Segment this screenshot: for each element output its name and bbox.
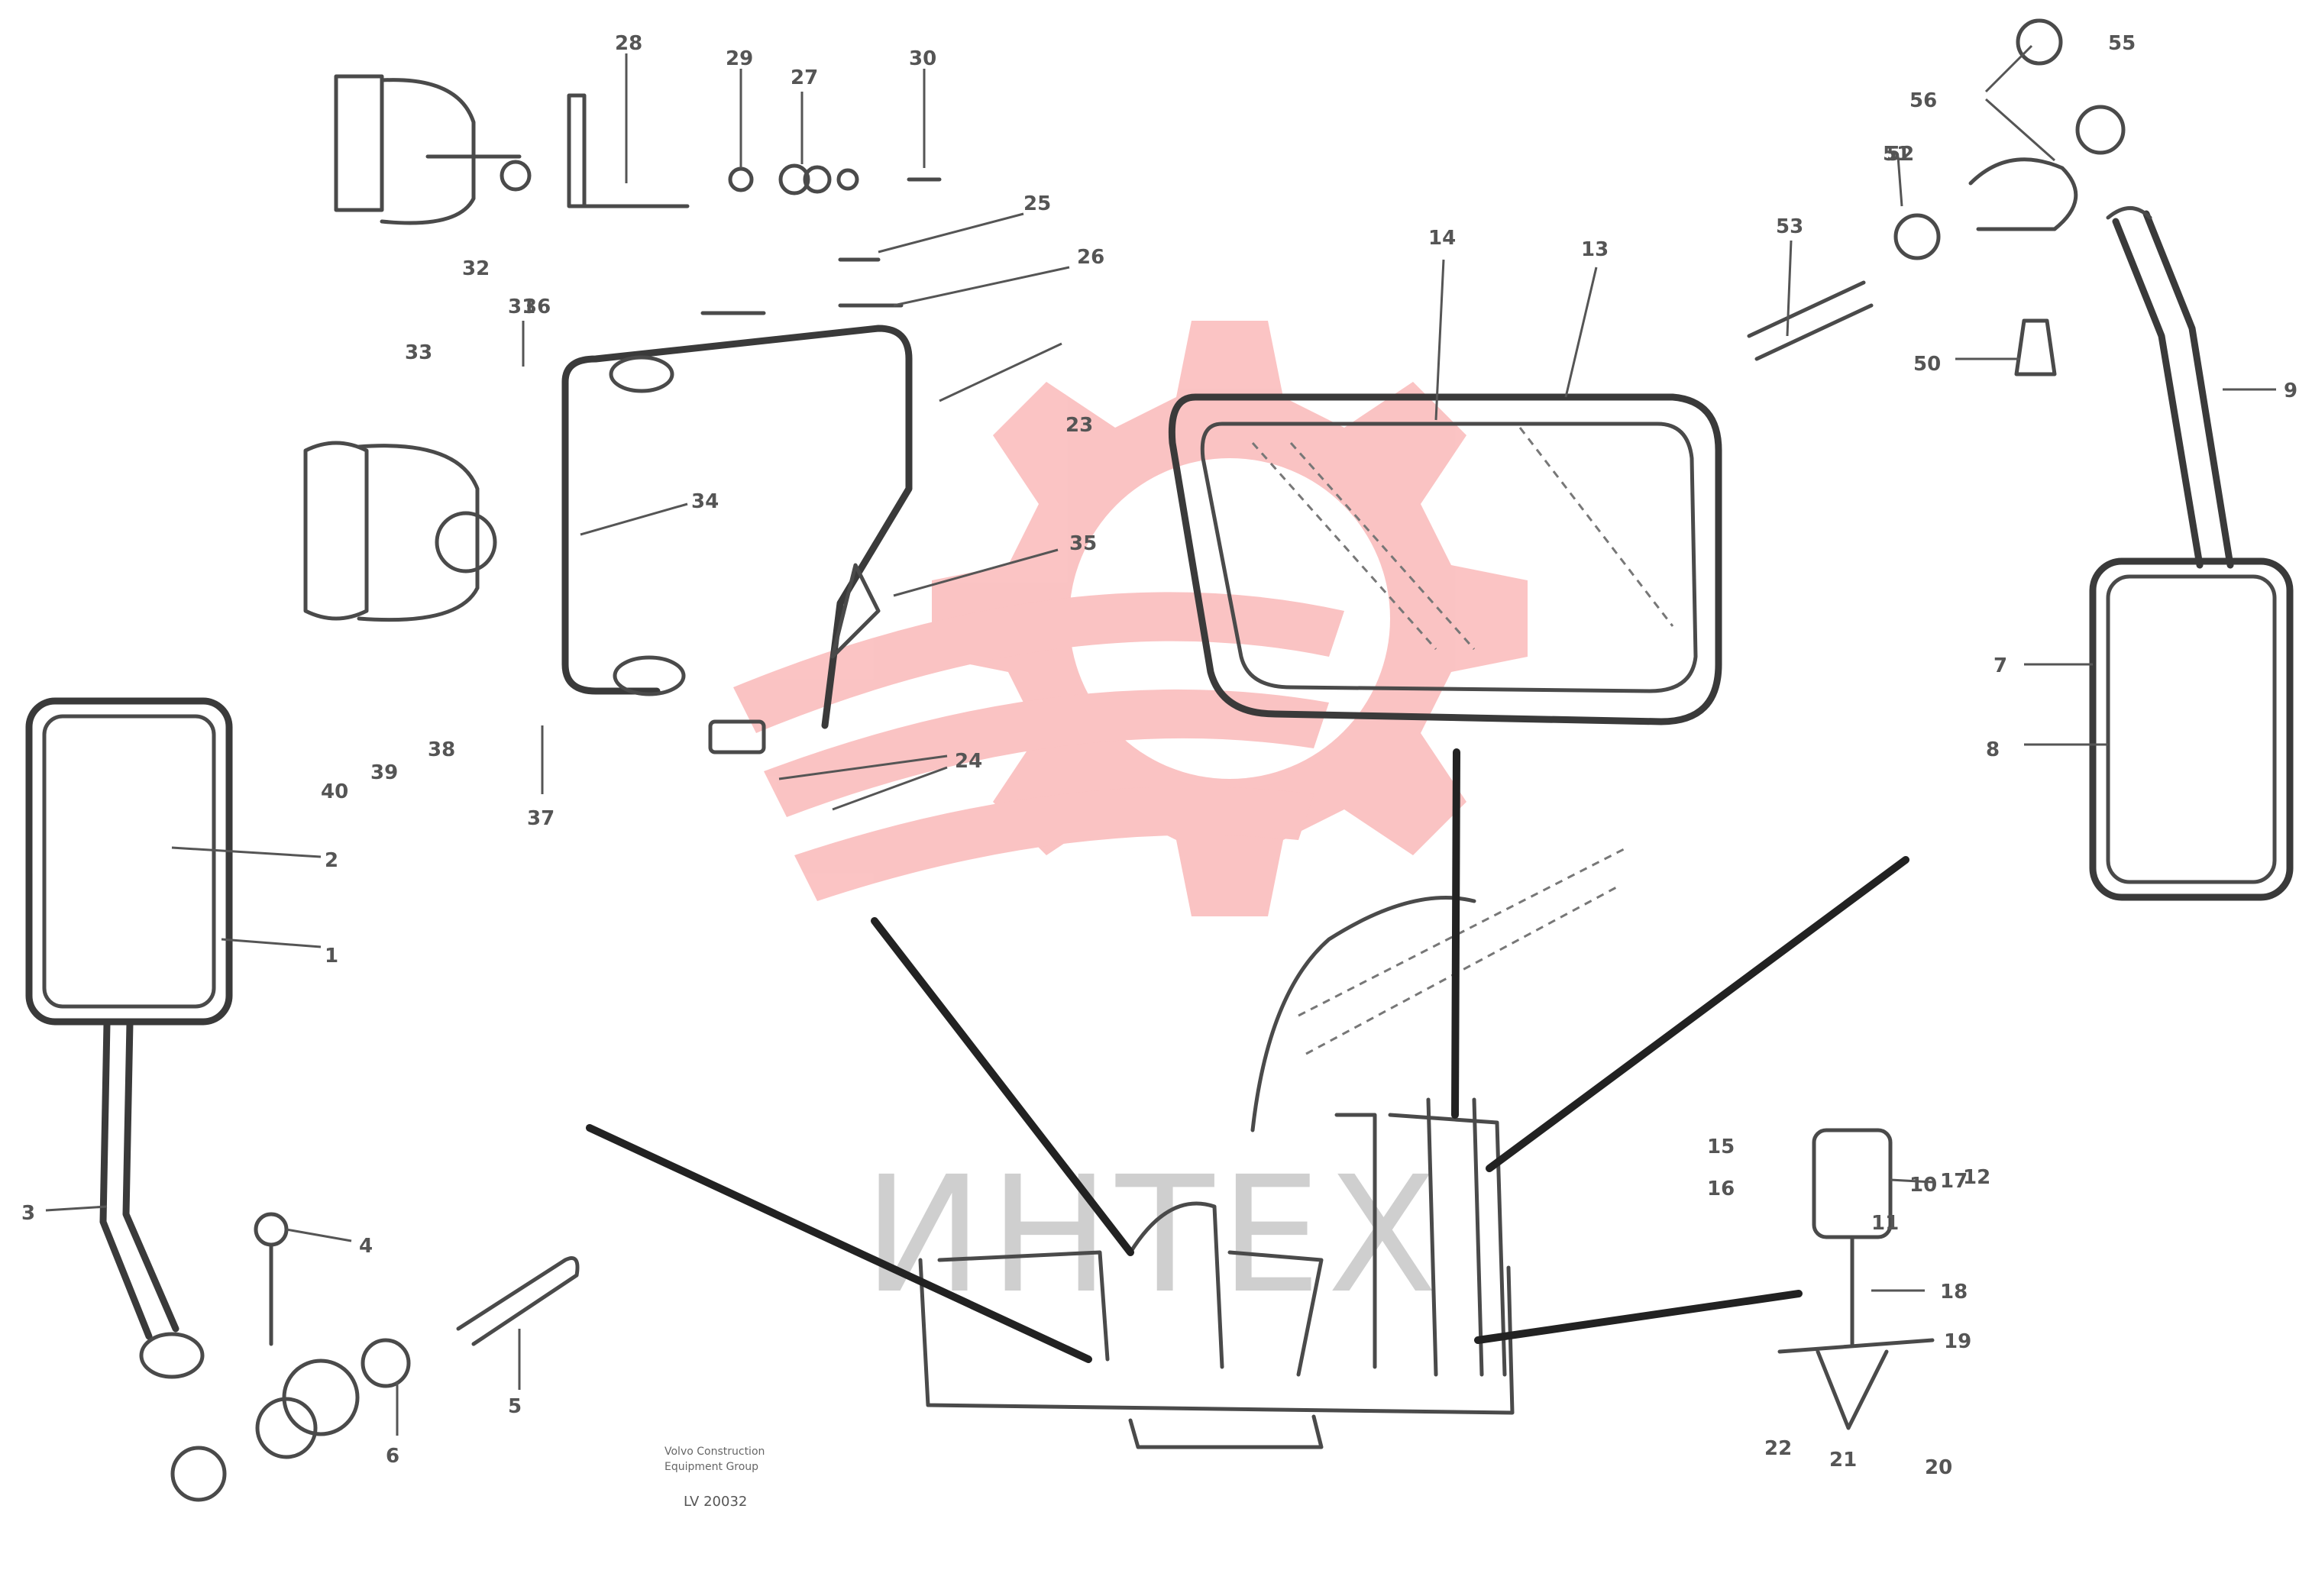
watermark-swoosh-1 [733, 592, 1344, 733]
callout-13: 13 [1581, 238, 1609, 261]
callout-34: 34 [691, 490, 719, 513]
top-left-lamp [334, 74, 532, 225]
callout-51: 51 [1883, 143, 1910, 166]
callout-35: 35 [1069, 532, 1097, 555]
callout-15: 15 [1707, 1136, 1735, 1158]
right-mirror [2089, 206, 2294, 901]
cab-base [918, 846, 1628, 1449]
callout-29: 29 [726, 47, 753, 70]
watermark-swoosh-2 [764, 689, 1329, 817]
leader-lines [45, 44, 2276, 1436]
callout-33: 33 [405, 341, 432, 364]
watermark-swoosh-3 [794, 787, 1314, 901]
callout-4: 4 [359, 1235, 373, 1258]
callout-18: 18 [1940, 1281, 1968, 1304]
bottom-left-hardware [170, 1212, 580, 1502]
callout-9: 9 [2284, 380, 2297, 402]
callout-6: 6 [386, 1445, 399, 1468]
callout-37: 37 [527, 807, 555, 830]
callout-14: 14 [1428, 227, 1456, 250]
watermark-gear-hole [1069, 458, 1390, 779]
watermark-text: ИНТЕХ [863, 1142, 1444, 1329]
callout-28: 28 [615, 32, 642, 55]
callout-8: 8 [1986, 738, 2000, 761]
callout-26: 26 [1077, 246, 1104, 269]
callout-31: 31 [508, 296, 535, 318]
callout-27: 27 [791, 66, 818, 89]
callout-labels: 1 2 3 4 5 6 7 8 9 10 11 12 13 14 15 16 1… [21, 32, 2297, 1479]
callout-21: 21 [1829, 1449, 1857, 1472]
top-hardware [567, 93, 942, 315]
callout-50: 50 [1913, 353, 1941, 376]
callout-24: 24 [955, 750, 982, 773]
top-right-hardware [1747, 18, 2126, 376]
pointer-lines [586, 748, 1909, 1363]
callout-39: 39 [370, 761, 398, 784]
callout-36: 36 [523, 296, 551, 318]
rear-window [1168, 393, 1722, 725]
callout-23: 23 [1065, 414, 1093, 437]
figure-code: LV 20032 [684, 1494, 747, 1510]
callout-38: 38 [428, 738, 455, 761]
callout-20: 20 [1925, 1456, 1952, 1479]
caption-line-1: Volvo Construction [664, 1446, 765, 1458]
figure-caption: Volvo Construction Equipment Group LV 20… [664, 1446, 765, 1510]
callout-1: 1 [325, 945, 338, 968]
left-mirror [25, 697, 233, 1379]
callout-30: 30 [909, 47, 936, 70]
callout-19: 19 [1944, 1330, 1971, 1353]
callout-32: 32 [462, 257, 490, 280]
callout-12: 12 [1963, 1166, 1990, 1189]
watermark-gear-teeth [932, 321, 1528, 916]
mounting-bracket [561, 325, 913, 754]
watermark-gear-logo [733, 321, 1528, 916]
callout-53: 53 [1776, 215, 1803, 238]
callout-16: 16 [1707, 1178, 1735, 1200]
caption-line-2: Equipment Group [664, 1461, 758, 1473]
bottom-right-lamp [1777, 1128, 1935, 1430]
callout-56: 56 [1909, 89, 1937, 112]
middle-left-lamp [303, 441, 497, 622]
callout-40: 40 [321, 780, 348, 803]
callout-22: 22 [1764, 1437, 1792, 1460]
callout-10: 10 [1909, 1174, 1937, 1197]
callout-7: 7 [1993, 654, 2007, 677]
callout-3: 3 [21, 1202, 35, 1225]
callout-2: 2 [325, 849, 338, 872]
callout-25: 25 [1023, 192, 1051, 215]
callout-5: 5 [508, 1395, 522, 1418]
callout-17: 17 [1940, 1170, 1968, 1193]
callout-55: 55 [2108, 32, 2136, 55]
callout-11: 11 [1871, 1212, 1899, 1235]
callout-52: 52 [1887, 143, 1914, 166]
